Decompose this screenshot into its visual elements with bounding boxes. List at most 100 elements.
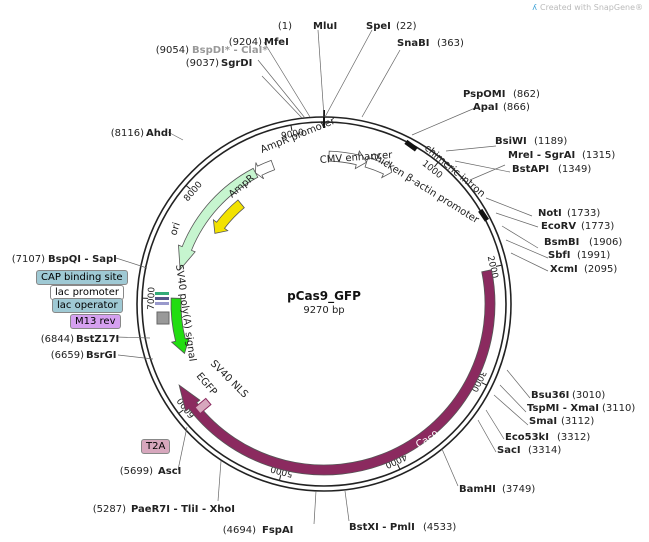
label-cmv-enhancer: CMV enhancer — [319, 150, 393, 166]
site-name-fspai: FspAI — [262, 525, 293, 536]
ruler-tick — [178, 409, 184, 414]
site-pos-saci: (3314) — [528, 445, 561, 456]
site-pos-bstz17i: (6844) — [41, 334, 74, 345]
site-pos-ecorv: (1773) — [581, 221, 614, 232]
snapgene-logo-icon: ʎ — [532, 3, 538, 12]
label-ori: ori — [168, 221, 182, 237]
site-name-mlui: MluI — [313, 21, 337, 32]
site-name-apai: ApaI — [473, 102, 498, 113]
site-name-mfei: MfeI — [264, 37, 289, 48]
label-ampr-promoter: AmpR promoter — [259, 115, 338, 155]
site-pos-bsu36i: (3010) — [572, 390, 605, 401]
site-name-bstapi: BstAPI — [512, 164, 549, 175]
site-name-paer7i: PaeR7I - TliI - XhoI — [131, 504, 235, 515]
site-name-bspqi-sapi: BspQI - SapI — [48, 254, 117, 265]
site-name-spei: SpeI — [366, 21, 391, 32]
feature-ori — [212, 199, 245, 234]
site-name-ecorv: EcoRV — [541, 221, 576, 232]
restriction-sites-left: (1) MluI (9204) MfeI (9054) BspDI* - Cla… — [12, 21, 337, 536]
site-pos-sgrdi: (9037) — [186, 58, 219, 69]
tag-t2a: T2A — [141, 439, 171, 454]
site-pos-ahdi: (8116) — [111, 128, 144, 139]
site-name-xcmi: XcmI — [550, 264, 578, 275]
backbone-inner-ring — [141, 121, 507, 487]
site-pos-eco53ki: (3312) — [557, 432, 590, 443]
site-name-bamhi: BamHI — [459, 484, 496, 495]
site-name-bsiwi: BsiWI — [495, 136, 527, 147]
ruler-tick-label: 9000 — [281, 128, 306, 142]
tag-lac-operator: lac operator — [52, 298, 123, 313]
site-leader-lines — [115, 29, 549, 525]
ruler-tick-label: 8000 — [182, 180, 205, 204]
lac-feature-box — [156, 311, 170, 325]
ruler-tick — [495, 264, 502, 267]
tag-cap-binding-site: CAP binding site — [36, 270, 128, 285]
site-name-pspomi: PspOMI — [463, 89, 505, 100]
feature-egfp — [170, 297, 190, 355]
ruler-tick-label: 7000 — [147, 287, 158, 310]
site-name-eco53ki: Eco53kI — [505, 432, 549, 443]
ruler-tick — [433, 161, 439, 168]
plasmid-name: pCas9_GFP — [287, 289, 361, 304]
site-name-sbfi: SbfI — [548, 250, 570, 261]
site-name-bsu36i: Bsu36I — [531, 390, 569, 401]
watermark-text: Created with SnapGene® — [540, 3, 643, 12]
site-pos-xcmi: (2095) — [584, 264, 617, 275]
site-name-asci: AscI — [158, 466, 181, 477]
site-pos-smai: (3112) — [561, 416, 594, 427]
site-name-tspmi-xmai: TspMI - XmaI — [527, 403, 599, 414]
tag-m13-rev: M13 rev — [70, 314, 121, 329]
feature-cas9 — [178, 269, 496, 476]
site-pos-spei: (22) — [396, 21, 417, 32]
ruler-tick — [290, 124, 293, 132]
intron-end-mark — [478, 208, 490, 222]
site-pos-bspdi-clai: (9054) — [156, 45, 189, 56]
site-name-ahdi: AhdI — [146, 128, 172, 139]
site-pos-mrei-sgrai: (1315) — [582, 150, 615, 161]
site-pos-bamhi: (3749) — [502, 484, 535, 495]
site-name-smai: SmaI — [529, 416, 557, 427]
site-name-saci: SacI — [497, 445, 521, 456]
site-pos-bspqi-sapi: (7107) — [12, 254, 45, 265]
t2a-mark — [194, 397, 212, 415]
ruler-tick — [481, 382, 488, 386]
site-pos-bsrgi: (6659) — [51, 350, 84, 361]
site-name-bspdi-clai: BspDI* - ClaI* — [192, 45, 268, 56]
site-pos-snabi: (363) — [437, 38, 464, 49]
site-name-bsmbi: BsmBI — [544, 237, 579, 248]
feature-cmv-enhancer — [328, 150, 368, 170]
site-name-bsrgi: BsrGI — [86, 350, 116, 361]
site-pos-pspomi: (862) — [513, 89, 540, 100]
site-name-snabi: SnaBI — [397, 38, 429, 49]
cap-site-mark — [155, 297, 169, 300]
feature-ampr-promoter — [255, 159, 276, 180]
site-pos-tspmi-xmai: (3110) — [602, 403, 635, 414]
site-pos-fspai: (4694) — [223, 525, 256, 536]
chimeric-intron-mark — [404, 139, 418, 152]
site-pos-noti: (1733) — [567, 208, 600, 219]
site-name-sgrdi: SgrDI — [221, 58, 252, 69]
feature-chicken-beta-actin-promoter — [364, 156, 393, 179]
site-pos-bstxi-pmli: (4533) — [423, 522, 456, 533]
site-pos-bsiwi: (1189) — [534, 136, 567, 147]
site-name-bstxi-pmli: BstXI - PmlI — [349, 522, 415, 533]
site-pos-asci: (5699) — [120, 466, 153, 477]
site-pos-paer7i: (5287) — [93, 504, 126, 515]
site-pos-bstapi: (1349) — [558, 164, 591, 175]
site-name-bstz17i: BstZ17I — [76, 334, 119, 345]
lac-operator-mark — [155, 292, 169, 295]
label-egfp: EGFP — [194, 371, 219, 398]
site-name-mrei-sgrai: MreI - SgrAI — [508, 150, 575, 161]
ruler-tick — [396, 463, 401, 470]
ruler-tick — [185, 184, 191, 190]
plasmid-size: 9270 bp — [303, 305, 344, 316]
site-pos-apai: (866) — [503, 102, 530, 113]
site-name-noti: NotI — [538, 208, 562, 219]
site-pos-mlui: (1) — [278, 21, 292, 32]
lac-promoter-mark — [155, 302, 169, 305]
site-pos-sbfi: (1991) — [577, 250, 610, 261]
feature-arcs — [170, 150, 496, 476]
site-pos-mfei: (9204) — [229, 37, 262, 48]
